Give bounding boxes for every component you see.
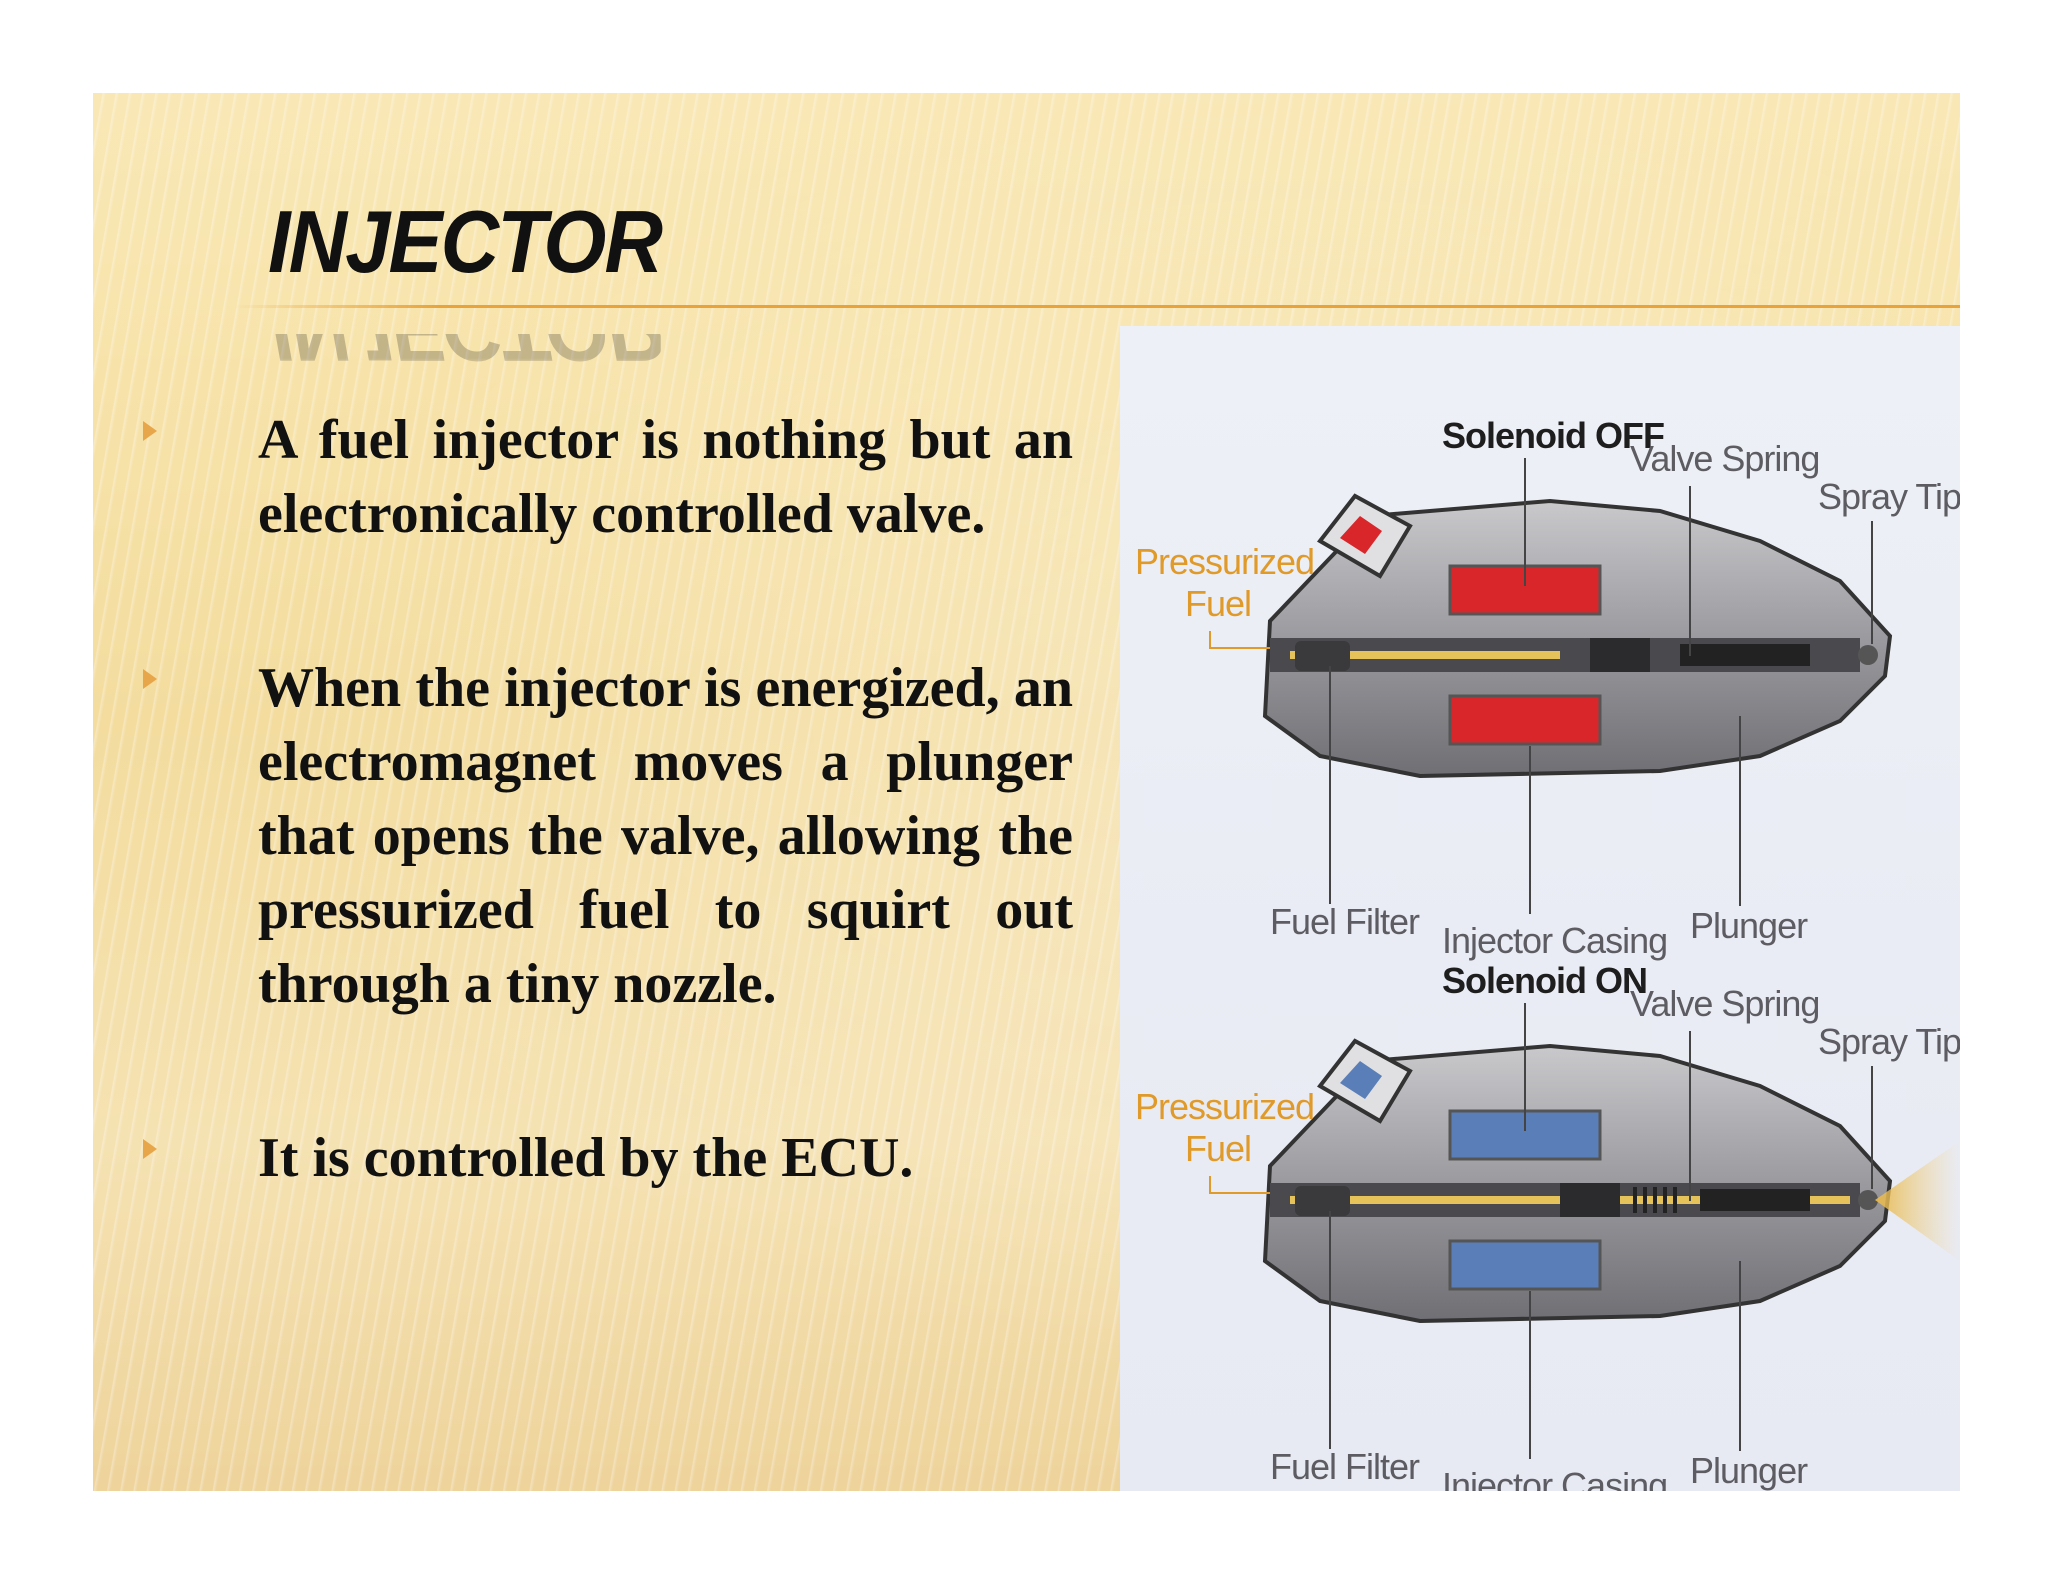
pressurized-label: Pressurized — [1135, 1086, 1314, 1127]
fuel-label: Fuel — [1185, 583, 1251, 624]
bullet-text: A fuel injector is nothing but an electr… — [258, 409, 1073, 545]
arrow-bullet-icon — [143, 1139, 157, 1159]
slide-title: INJECTOR — [268, 192, 663, 291]
bullet-text: It is controlled by the ECU. — [258, 1127, 914, 1189]
spray-tip-label: Spray Tip — [1818, 1021, 1960, 1062]
injector-diagram: Solenoid OFF Valve Spring Spray Tip Pres… — [1135, 415, 1960, 1491]
fuel-filter-shape — [1295, 641, 1350, 671]
bullet-list: A fuel injector is nothing but an electr… — [143, 403, 1073, 1195]
arrow-bullet-icon — [143, 421, 157, 441]
valve-spring-label: Valve Spring — [1630, 438, 1819, 479]
solenoid-coil-bottom-shape — [1448, 1239, 1602, 1291]
solenoid-state-label: Solenoid OFF — [1442, 415, 1664, 456]
title-block: INJECTOR INJECTOR — [268, 192, 695, 375]
slide: INJECTOR INJECTOR A fuel injector is not… — [93, 93, 1960, 1491]
leader-lines — [1209, 1003, 1873, 1459]
fuel-filter-label: Fuel Filter — [1270, 1446, 1420, 1487]
connector-terminal-shape — [1340, 516, 1382, 554]
fuel-filter-shape — [1295, 1186, 1350, 1216]
title-underline — [233, 305, 1960, 308]
spray-tip-shape — [1858, 645, 1878, 665]
plunger-label: Plunger — [1690, 905, 1808, 946]
solenoid-state-label: Solenoid ON — [1442, 960, 1647, 1001]
plunger-shape — [1560, 1183, 1620, 1217]
valve-needle-shape — [1700, 1189, 1810, 1211]
fuel-line-shape — [1290, 651, 1560, 659]
plunger-label: Plunger — [1690, 1450, 1808, 1491]
bullet-item: A fuel injector is nothing but an electr… — [143, 403, 1073, 551]
valve-needle-shape — [1680, 644, 1810, 666]
plunger-shape — [1590, 638, 1650, 672]
injector-off-group: Solenoid OFF Valve Spring Spray Tip Pres… — [1135, 415, 1960, 961]
pressurized-label: Pressurized — [1135, 541, 1314, 582]
arrow-bullet-icon — [143, 669, 157, 689]
connector-terminal-shape — [1340, 1061, 1382, 1099]
title-reflection: INJECTOR — [268, 334, 661, 374]
spray-tip-label: Spray Tip — [1818, 476, 1960, 517]
leader-lines — [1209, 458, 1873, 914]
fuel-label: Fuel — [1185, 1128, 1251, 1169]
bullet-item: It is controlled by the ECU. — [143, 1121, 1073, 1195]
injector-casing-label: Injector Casing — [1442, 1465, 1667, 1491]
valve-spring-coil-shape — [1633, 1187, 1677, 1213]
fuel-filter-label: Fuel Filter — [1270, 901, 1420, 942]
valve-spring-label: Valve Spring — [1630, 983, 1819, 1024]
solenoid-coil-bottom-shape — [1448, 694, 1602, 746]
injector-casing-label: Injector Casing — [1442, 920, 1667, 961]
bullet-item: When the injector is energized, an elect… — [143, 651, 1073, 1021]
spray-tip-shape — [1858, 1190, 1878, 1210]
injector-on-group: Solenoid ON Valve Spring Spray Tip Press… — [1135, 960, 1960, 1491]
fuel-spray-shape — [1875, 1141, 1960, 1261]
injector-diagram-panel: Solenoid OFF Valve Spring Spray Tip Pres… — [1120, 326, 1960, 1491]
bullet-text: When the injector is energized, an elect… — [258, 657, 1073, 1015]
